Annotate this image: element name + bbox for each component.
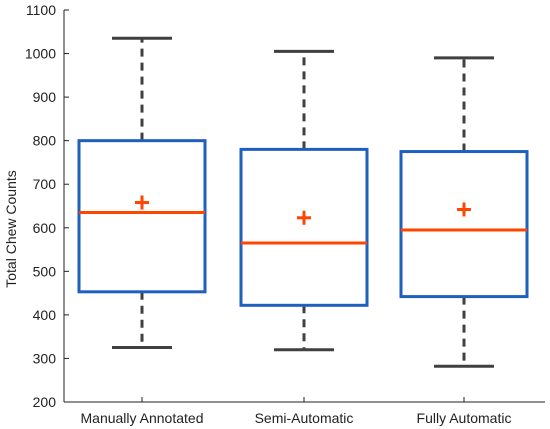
- x-tick-label: Manually Annotated: [81, 410, 204, 426]
- y-tick-label: 900: [33, 89, 57, 105]
- y-tick-label: 400: [33, 307, 57, 323]
- boxes: [77, 36, 529, 368]
- y-axis: 200 300 400 500 600 700 800 900 1000 1100: [25, 2, 69, 410]
- box-group: [77, 36, 207, 350]
- x-axis: Manually Annotated Semi-Automatic Fully Au…: [64, 397, 545, 426]
- y-tick-label: 500: [33, 263, 57, 279]
- y-tick-label: 700: [33, 176, 57, 192]
- y-tick-label: 300: [33, 350, 57, 366]
- y-tick-label: 1100: [26, 2, 56, 18]
- x-tick-label: Fully Automatic: [417, 410, 512, 426]
- box-group: [239, 49, 369, 352]
- y-axis-label: Total Chew Counts: [3, 170, 19, 288]
- box-group: [399, 56, 529, 368]
- y-tick-label: 200: [33, 394, 57, 410]
- x-tick-label: Semi-Automatic: [255, 410, 354, 426]
- iqr-box: [77, 139, 207, 294]
- y-tick-label: 1000: [25, 46, 56, 62]
- y-tick-label: 600: [33, 220, 57, 236]
- iqr-box: [399, 150, 529, 299]
- y-tick-label: 800: [33, 133, 57, 149]
- iqr-box: [239, 147, 369, 307]
